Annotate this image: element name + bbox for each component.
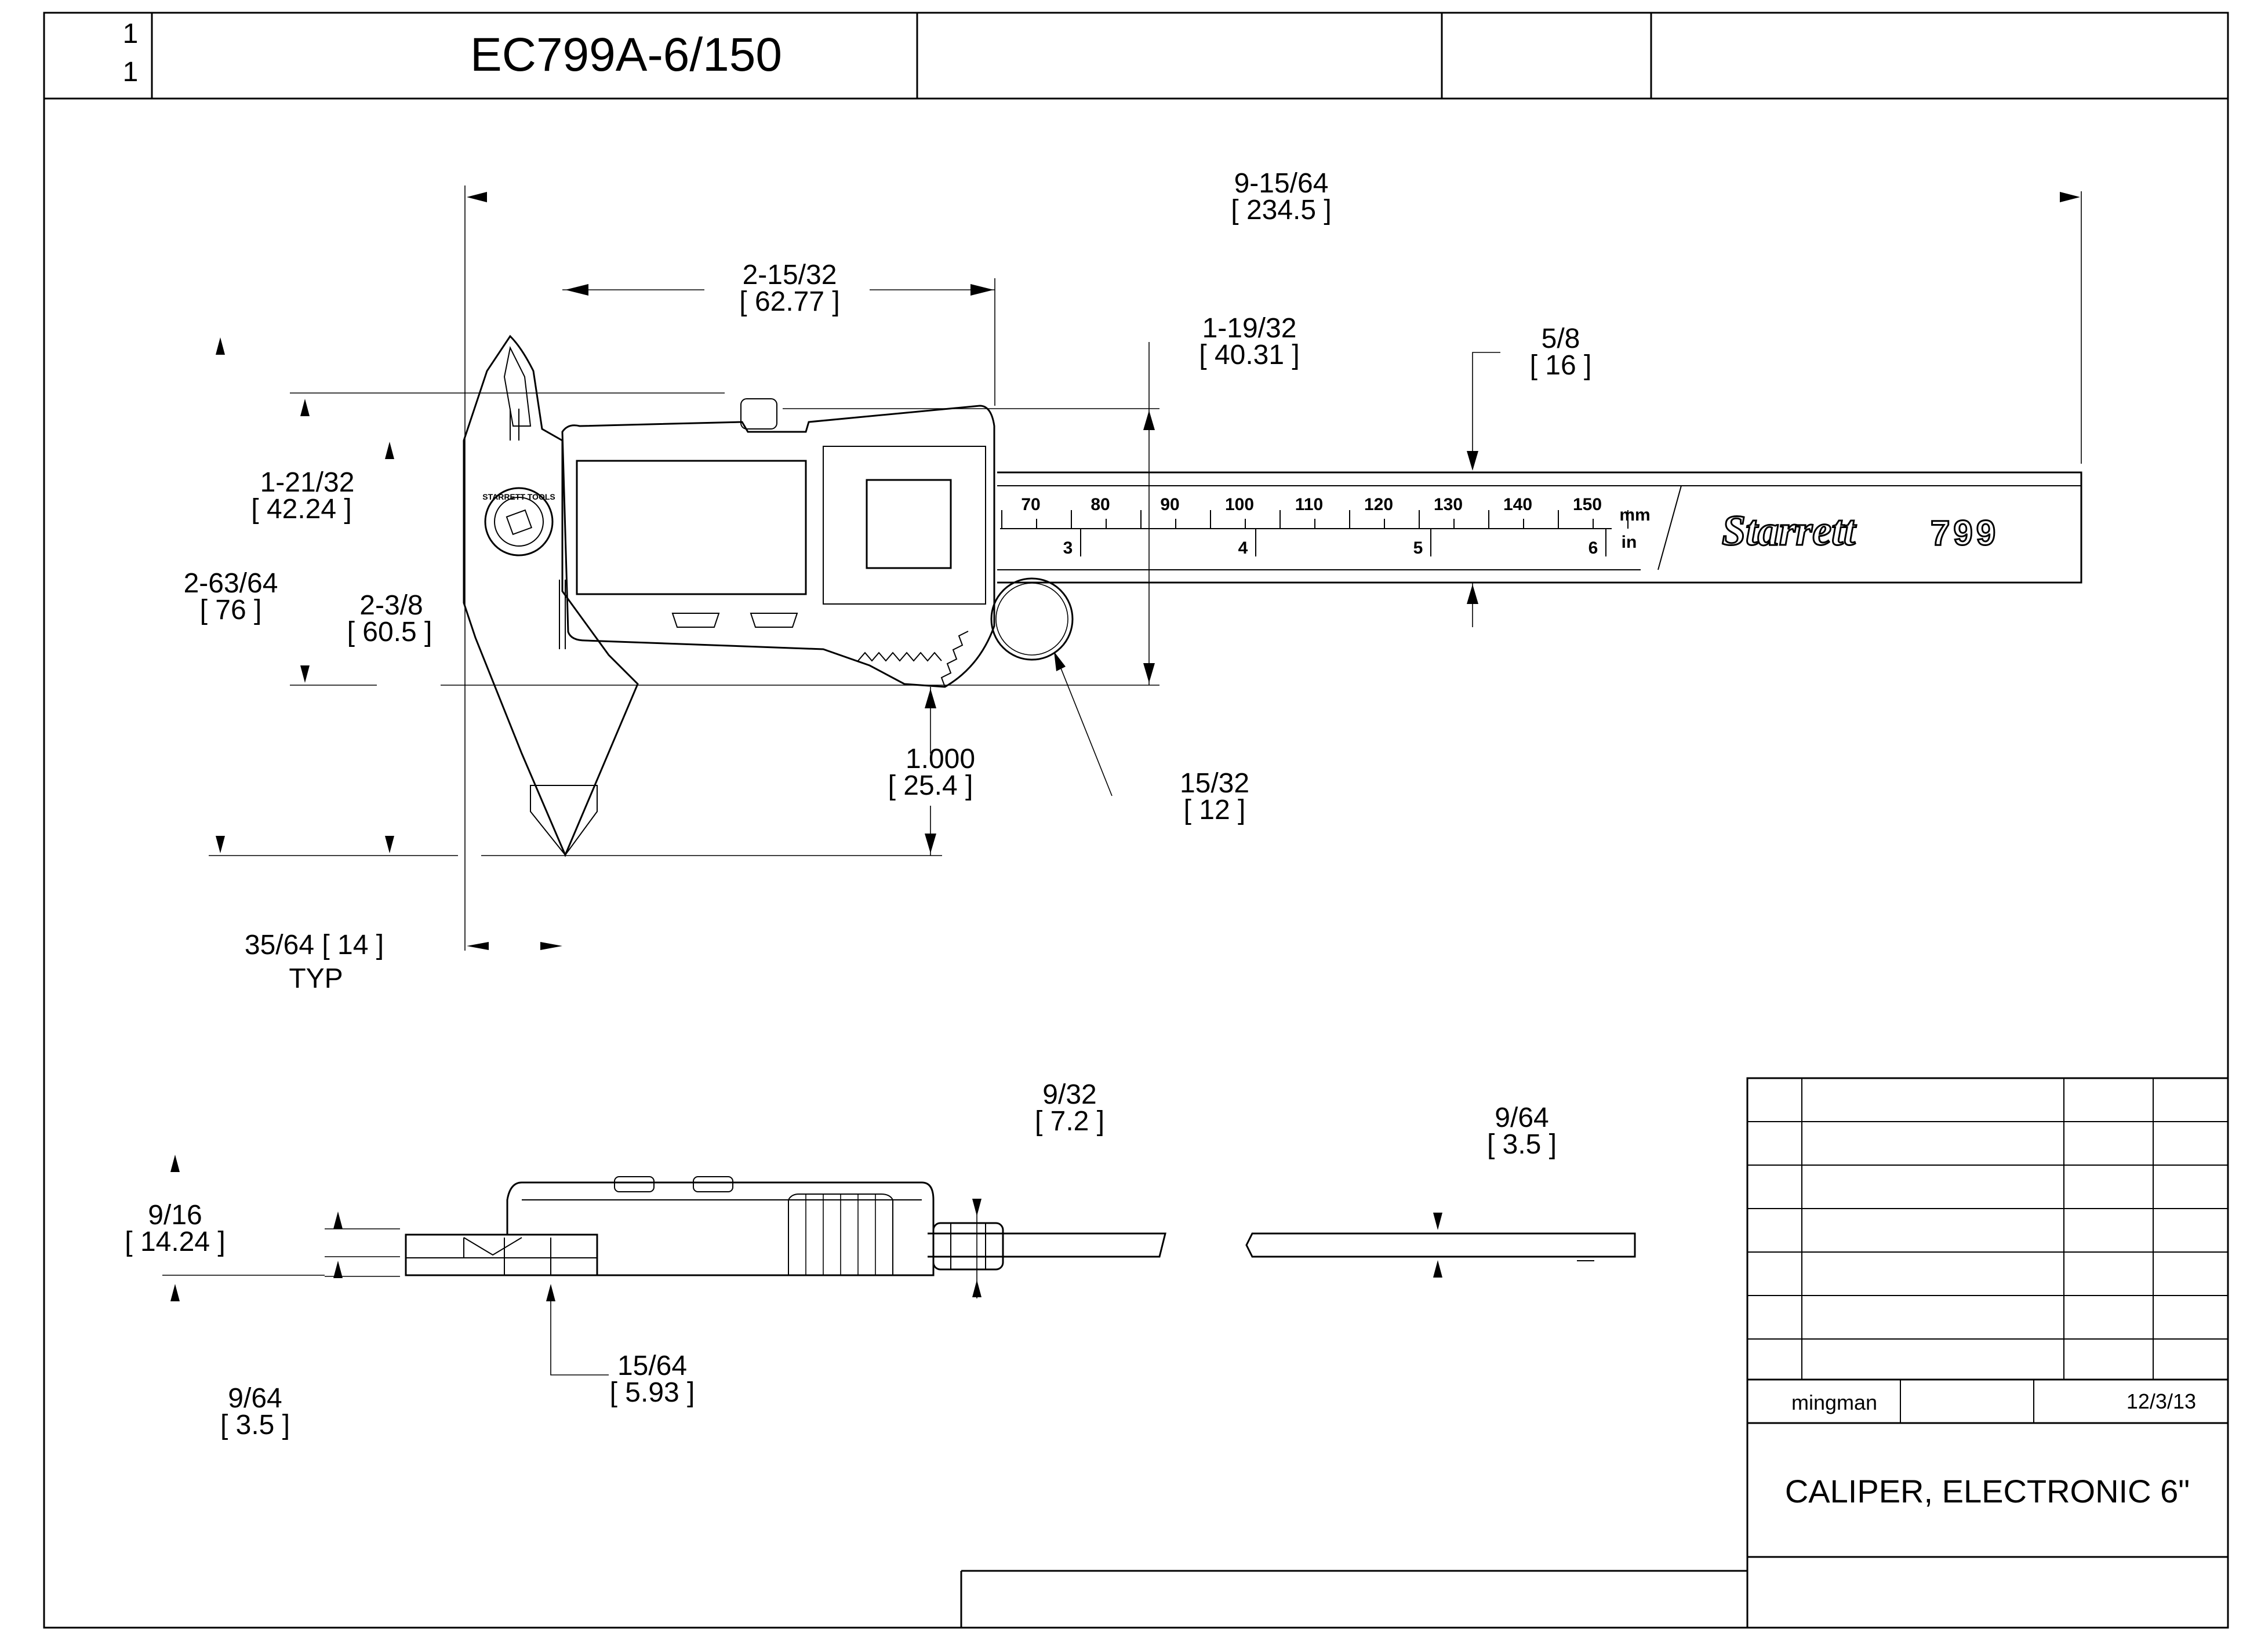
dim-beam-thickness-mm: [ 3.5 ]	[1487, 1129, 1557, 1160]
dim-thumb-wheel-mm: [ 12 ]	[1184, 795, 1246, 825]
revision-table	[1746, 1077, 2229, 1381]
dim-jaw-width-note: TYP	[289, 963, 343, 994]
dim-thumb-wheel-in: 15/32	[1180, 768, 1249, 799]
sheet-number-bottom: 1	[123, 57, 139, 88]
mm-scale-label: 70	[1021, 495, 1040, 514]
dim-side-height-in: 9/16	[148, 1200, 202, 1231]
mm-unit-label: mm	[1619, 505, 1650, 525]
dim-thumb-offset-in: 1.000	[906, 744, 975, 774]
drawing-date: 12/3/13	[2126, 1389, 2196, 1413]
mm-scale-label: 130	[1434, 495, 1463, 514]
dim-blade-depth-in: 15/64	[617, 1351, 687, 1381]
front-dimension-lines	[209, 185, 2082, 951]
dim-head-height-mm: [ 40.31 ]	[1199, 340, 1299, 370]
mm-scale-label: 90	[1160, 495, 1179, 514]
dim-side-offset-in: 9/32	[1042, 1079, 1096, 1110]
mm-scale-label: 120	[1364, 495, 1393, 514]
dim-jaw-width: 35/64 [ 14 ]	[245, 930, 384, 960]
dim-overall-length-in: 9-15/64	[1234, 168, 1329, 199]
in-scale-label: 4	[1238, 538, 1248, 558]
side-dimension-lines	[162, 1155, 1442, 1376]
dim-blade-depth-mm: [ 5.93 ]	[610, 1377, 695, 1408]
caliper-front-view: STARRETT TOOLS	[463, 334, 2082, 857]
dim-side-offset-mm: [ 7.2 ]	[1035, 1106, 1104, 1137]
dim-side-thickness-in: 9/64	[228, 1383, 282, 1414]
dim-lower-jaw-mm: [ 60.5 ]	[347, 617, 432, 647]
part-number: EC799A-6/150	[470, 28, 782, 81]
dim-lower-jaw-in: 2-3/8	[359, 590, 423, 621]
dim-beam-width-in: 5/8	[1542, 323, 1580, 354]
in-scale-label: 5	[1413, 538, 1423, 558]
dim-side-thickness-mm: [ 3.5 ]	[220, 1410, 290, 1440]
sheet-frame	[43, 12, 2229, 1629]
dim-total-height-mm: [ 76 ]	[200, 595, 262, 625]
dim-upper-jaw-in: 1-21/32	[260, 467, 355, 498]
dim-overall-length-mm: [ 234.5 ]	[1231, 195, 1331, 225]
mm-scale-label: 100	[1225, 495, 1254, 514]
sheet-number-top: 1	[123, 19, 139, 49]
dim-head-length-in: 2-15/32	[743, 260, 837, 290]
drawing-description: CALIPER, ELECTRONIC 6"	[1785, 1473, 2190, 1509]
caliper-side-view	[405, 1176, 1636, 1276]
mm-scale-labels: 70 80 90 100 110 120 130 140 150	[1021, 495, 1602, 514]
inch-scale-labels: 3 4 5 6	[1063, 529, 1606, 558]
dim-side-height-mm: [ 14.24 ]	[125, 1227, 225, 1257]
in-scale-label: 3	[1063, 538, 1073, 558]
mm-scale-label: 140	[1503, 495, 1532, 514]
starrett-logo: Starrett	[1722, 507, 1857, 555]
dim-thumb-offset-mm: [ 25.4 ]	[888, 770, 973, 801]
mm-scale-label: 150	[1573, 495, 1602, 514]
in-unit-label: in	[1622, 533, 1637, 552]
title-block	[960, 1380, 2228, 1628]
dim-head-length-mm: [ 62.77 ]	[739, 286, 839, 317]
mm-ticks	[1001, 510, 1628, 529]
mm-scale-label: 80	[1090, 495, 1110, 514]
drawn-by: mingman	[1791, 1391, 1877, 1414]
mm-scale-label: 110	[1295, 495, 1323, 514]
dim-total-height-in: 2-63/64	[184, 568, 278, 599]
dim-beam-thickness-in: 9/64	[1495, 1102, 1548, 1133]
dim-beam-width-mm: [ 16 ]	[1530, 350, 1592, 381]
in-scale-label: 6	[1588, 538, 1598, 558]
seal-text: STARRETT TOOLS	[482, 492, 555, 501]
dim-upper-jaw-mm: [ 42.24 ]	[251, 494, 351, 525]
model-number: 799	[1931, 514, 1999, 552]
dim-head-height-in: 1-19/32	[1202, 313, 1297, 344]
